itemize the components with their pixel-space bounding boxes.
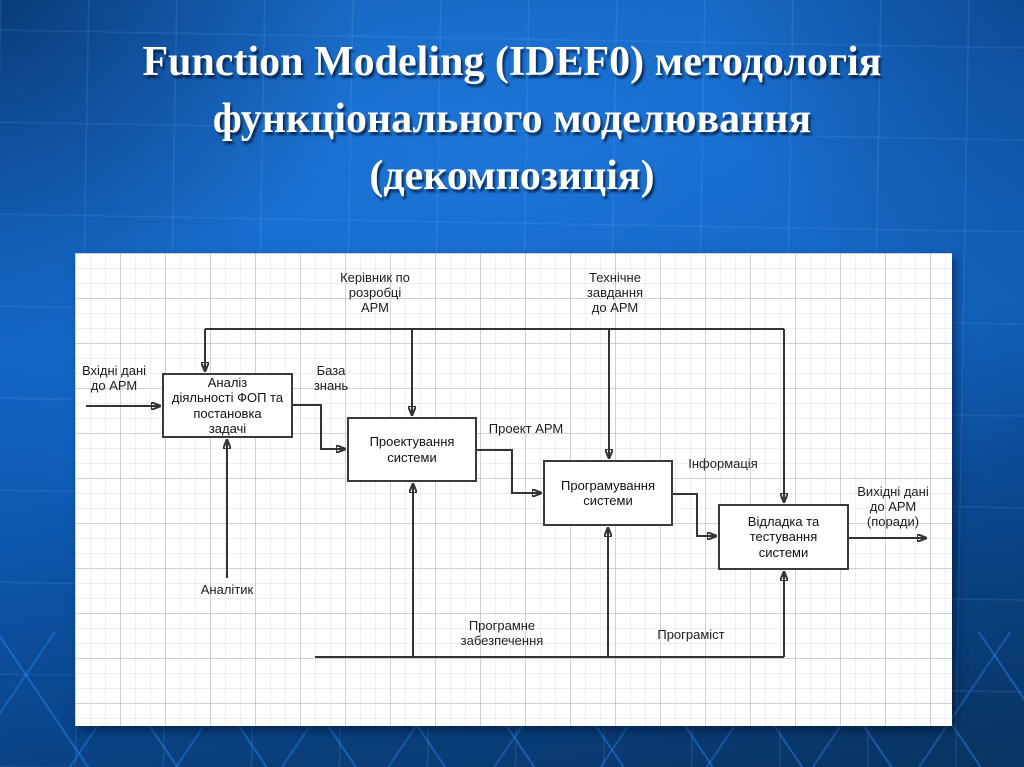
box-debugging-label: Відладка та тестування системи [747, 513, 820, 560]
label-tech-task: Технічне завдання до АРМ [586, 270, 644, 315]
label-manager: Керівник по розробці АРМ [340, 270, 410, 315]
box-analysis: Аналіз діяльності ФОП та постановка зада… [162, 373, 293, 438]
arrow-knowledge-base [293, 404, 345, 449]
box-programming-label: Програмування системи [561, 477, 655, 509]
label-programmer: Програміст [657, 627, 725, 642]
label-input-data: Вхідні дані до АРМ [81, 363, 147, 393]
arrow-project-arm [477, 449, 541, 493]
label-project-arm: Проект АРМ [488, 421, 564, 436]
slide-title-line-2: функціонального моделювання [212, 96, 812, 142]
slide-title: Function Modeling (IDEF0) методологія фу… [0, 34, 1024, 205]
label-output-data: Вихідні дані до АРМ (поради) [857, 484, 929, 529]
box-debugging: Відладка та тестування системи [718, 504, 849, 570]
label-software: Програмне забезпечення [460, 618, 544, 648]
slide-title-line-1: Function Modeling (IDEF0) методологія [142, 39, 882, 85]
label-information: Інформація [688, 456, 758, 471]
label-analyst: Аналітик [200, 582, 254, 597]
idef0-diagram-panel: Аналіз діяльності ФОП та постановка зада… [75, 253, 952, 726]
flow-arrows [86, 328, 952, 658]
label-knowledge-base: База знань [313, 363, 349, 393]
box-analysis-label: Аналіз діяльності ФОП та постановка зада… [171, 374, 284, 437]
slide-title-line-3: (декомпозиція) [369, 153, 655, 199]
arrow-programming-to-debugging [673, 493, 716, 536]
box-programming: Програмування системи [543, 460, 673, 526]
box-design: Проектування системи [347, 417, 477, 482]
box-design-label: Проектування системи [369, 434, 455, 465]
